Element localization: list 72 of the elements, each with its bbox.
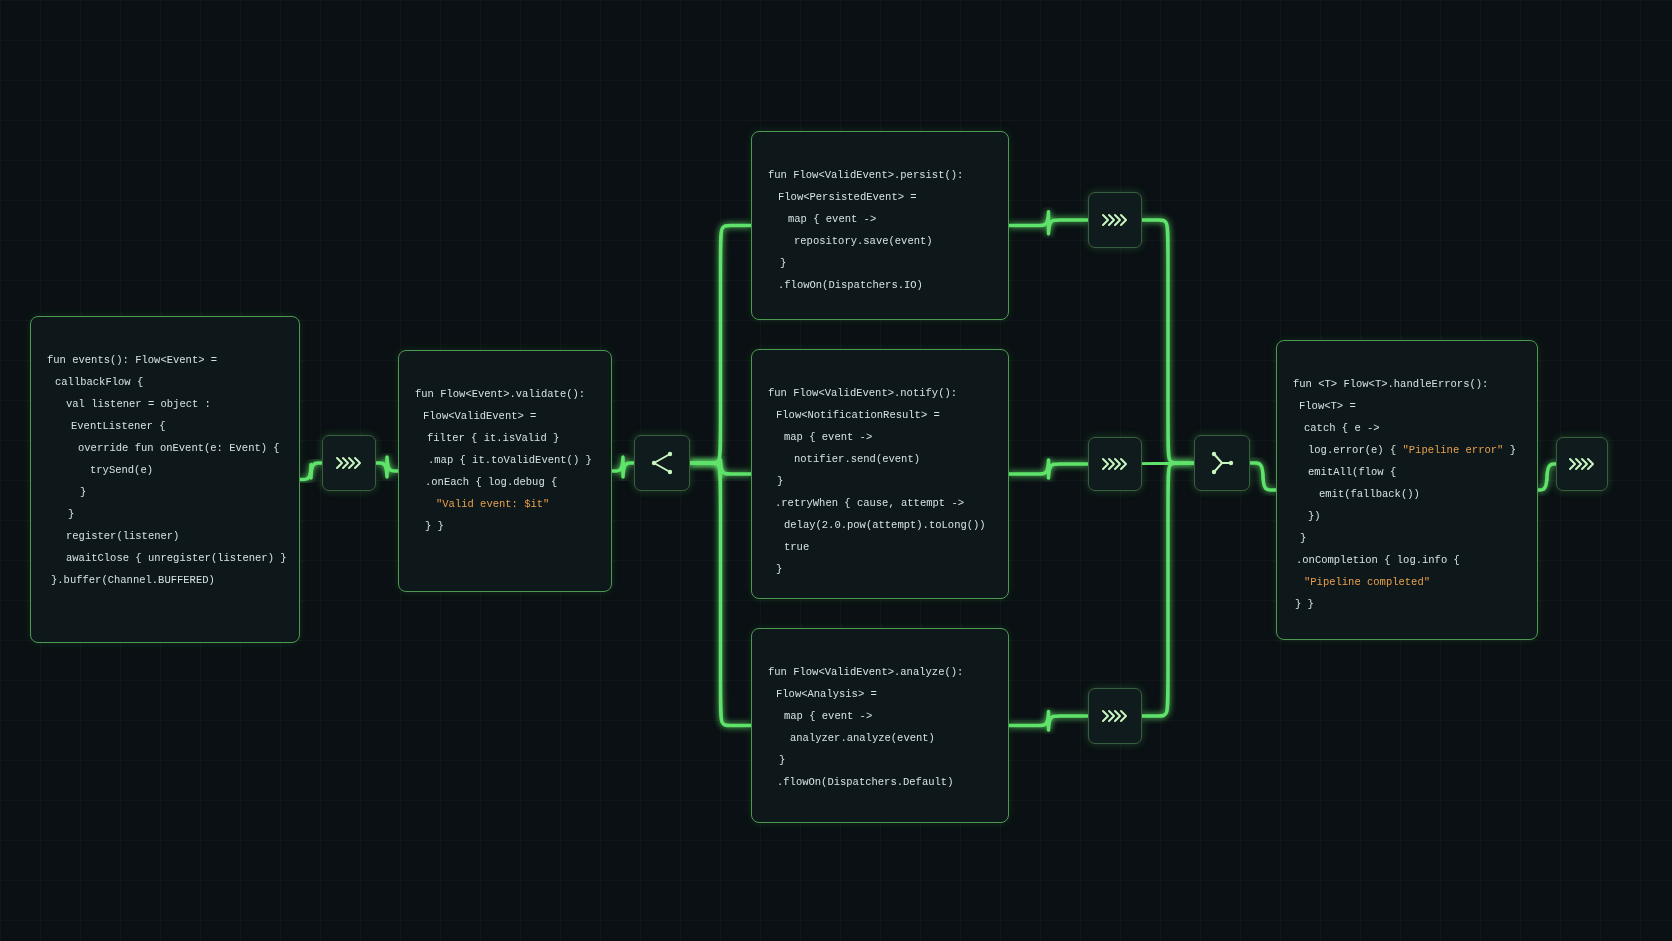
code-line: notifier.send(event) [794, 452, 921, 467]
merge-tile [1194, 435, 1250, 491]
code-line: Flow<NotificationResult> = [776, 408, 940, 423]
connector-line [1009, 210, 1088, 235]
connector-line [298, 461, 324, 482]
code-line: fun <T> Flow<T>.handleErrors(): [1293, 377, 1489, 392]
chevron-tile [1556, 437, 1608, 491]
code-card [30, 316, 300, 643]
code-line: } } [425, 519, 444, 534]
chevron-tile [1088, 688, 1142, 744]
code-line: map { event -> [784, 709, 873, 724]
code-line: trySend(e) [90, 463, 153, 478]
code-line: catch { e -> [1304, 421, 1380, 436]
code-card [751, 349, 1009, 599]
code-card [751, 131, 1009, 320]
code-line: .map { it.toValidEvent() } [428, 453, 592, 468]
code-line: val listener = object : [66, 397, 211, 412]
code-line: Flow<T> = [1299, 399, 1356, 414]
connector-line [610, 455, 636, 479]
code-line: Flow<PersistedEvent> = [778, 190, 917, 205]
code-line: "Valid event: $it" [436, 497, 550, 512]
code-line: true [784, 540, 810, 555]
code-line: fun Flow<ValidEvent>.notify(): [768, 386, 958, 401]
code-line: callbackFlow { [55, 375, 144, 390]
chevron-tile [322, 435, 376, 491]
code-line: } [68, 507, 75, 522]
code-line: "Pipeline completed" [1304, 575, 1431, 590]
code-line: } [1300, 531, 1307, 546]
code-card [1276, 340, 1538, 640]
chevron-tile [1088, 437, 1142, 491]
code-line: emit(fallback()) [1319, 487, 1420, 502]
code-line: filter { it.isValid } [427, 431, 560, 446]
code-line: override fun onEvent(e: Event) { [78, 441, 280, 456]
chevron-tile [1088, 192, 1142, 248]
code-card [398, 350, 612, 592]
code-line: delay(2.0.pow(attempt).toLong()) [784, 518, 986, 533]
code-line: fun events(): Flow<Event> = [47, 353, 218, 368]
split-tile [634, 435, 690, 491]
connector-line [374, 455, 400, 479]
code-line: register(listener) [66, 529, 180, 544]
code-line: } } [1295, 597, 1314, 612]
connector-line [1249, 461, 1277, 492]
connector-line [1009, 458, 1088, 480]
code-line: .flowOn(Dispatchers.IO) [778, 278, 923, 293]
code-line: emitAll(flow { [1308, 465, 1397, 480]
code-line: map { event -> [784, 430, 873, 445]
connector-line [1536, 462, 1558, 492]
code-line: Flow<Analysis> = [776, 687, 877, 702]
code-line: map { event -> [788, 212, 877, 227]
code-line: repository.save(event) [794, 234, 933, 249]
code-line: fun Flow<ValidEvent>.analyze(): [768, 665, 964, 680]
code-card [751, 628, 1009, 823]
code-line: awaitClose { unregister(listener) } [66, 551, 287, 566]
code-line: }) [1308, 509, 1321, 524]
code-line: fun Flow<ValidEvent>.persist(): [768, 168, 964, 183]
code-line: fun Flow<Event>.validate(): [415, 387, 586, 402]
connector-line [690, 461, 751, 728]
code-line: }.buffer(Channel.BUFFERED) [51, 573, 215, 588]
code-line: } [779, 753, 786, 768]
connector-line [1009, 710, 1088, 732]
code-line: } [780, 256, 787, 271]
code-line: } [80, 485, 87, 500]
code-line: .flowOn(Dispatchers.Default) [777, 775, 954, 790]
code-line: EventListener { [71, 419, 166, 434]
code-line: } [776, 562, 783, 577]
code-line: log.error(e) { "Pipeline error" } [1308, 443, 1516, 458]
code-line: .retryWhen { cause, attempt -> [775, 496, 965, 511]
code-line: .onCompletion { log.info { [1296, 553, 1460, 568]
code-line: .onEach { log.debug { [425, 475, 558, 490]
code-line: analyzer.analyze(event) [790, 731, 935, 746]
code-line: Flow<ValidEvent> = [423, 409, 537, 424]
code-line: } [777, 474, 784, 489]
